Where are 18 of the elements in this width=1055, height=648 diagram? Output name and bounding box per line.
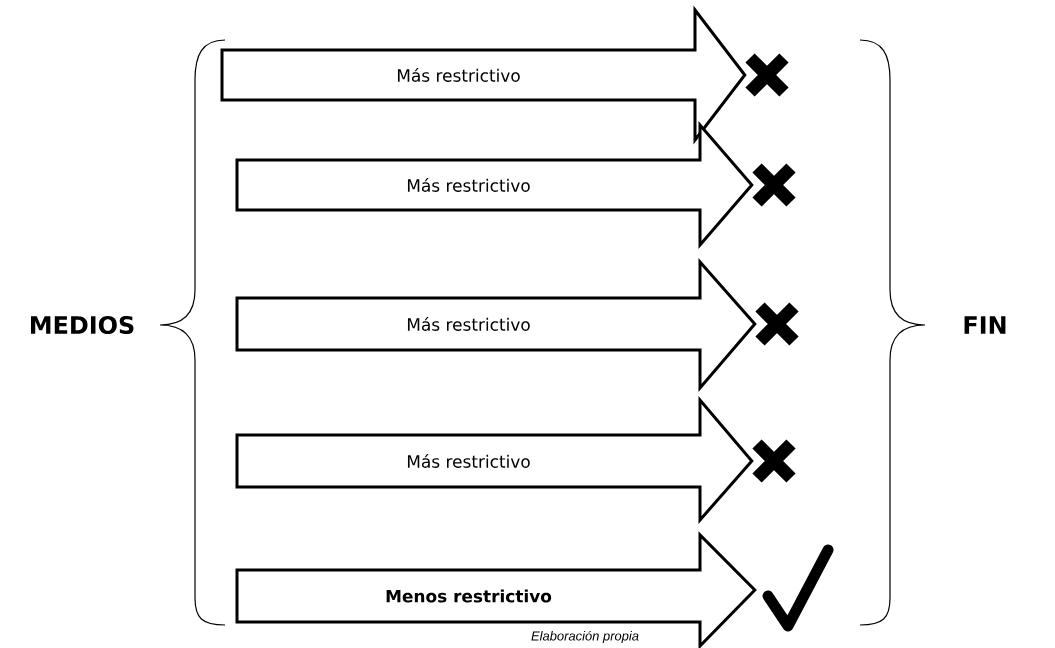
arrow-label: Menos restrictivo <box>386 589 552 603</box>
side-label: FIN <box>964 316 1006 334</box>
block-arrow <box>235 258 757 393</box>
arrow-label: Más restrictivo <box>397 68 520 82</box>
block-arrow <box>235 120 754 250</box>
arrow-label: Más restrictivo <box>407 317 530 331</box>
cross-mark <box>750 161 798 209</box>
check-mark <box>762 544 834 632</box>
arrow-label: Más restrictivo <box>407 454 530 468</box>
block-arrow <box>235 531 757 648</box>
cross-mark <box>750 437 798 485</box>
arrow-label: Más restrictivo <box>407 178 530 192</box>
cross-mark <box>743 51 791 99</box>
side-label: MEDIOS <box>31 315 134 335</box>
caption: Elaboración propia <box>531 630 639 644</box>
block-arrow <box>235 395 754 524</box>
block-arrow <box>220 5 747 145</box>
cross-mark <box>753 300 801 348</box>
